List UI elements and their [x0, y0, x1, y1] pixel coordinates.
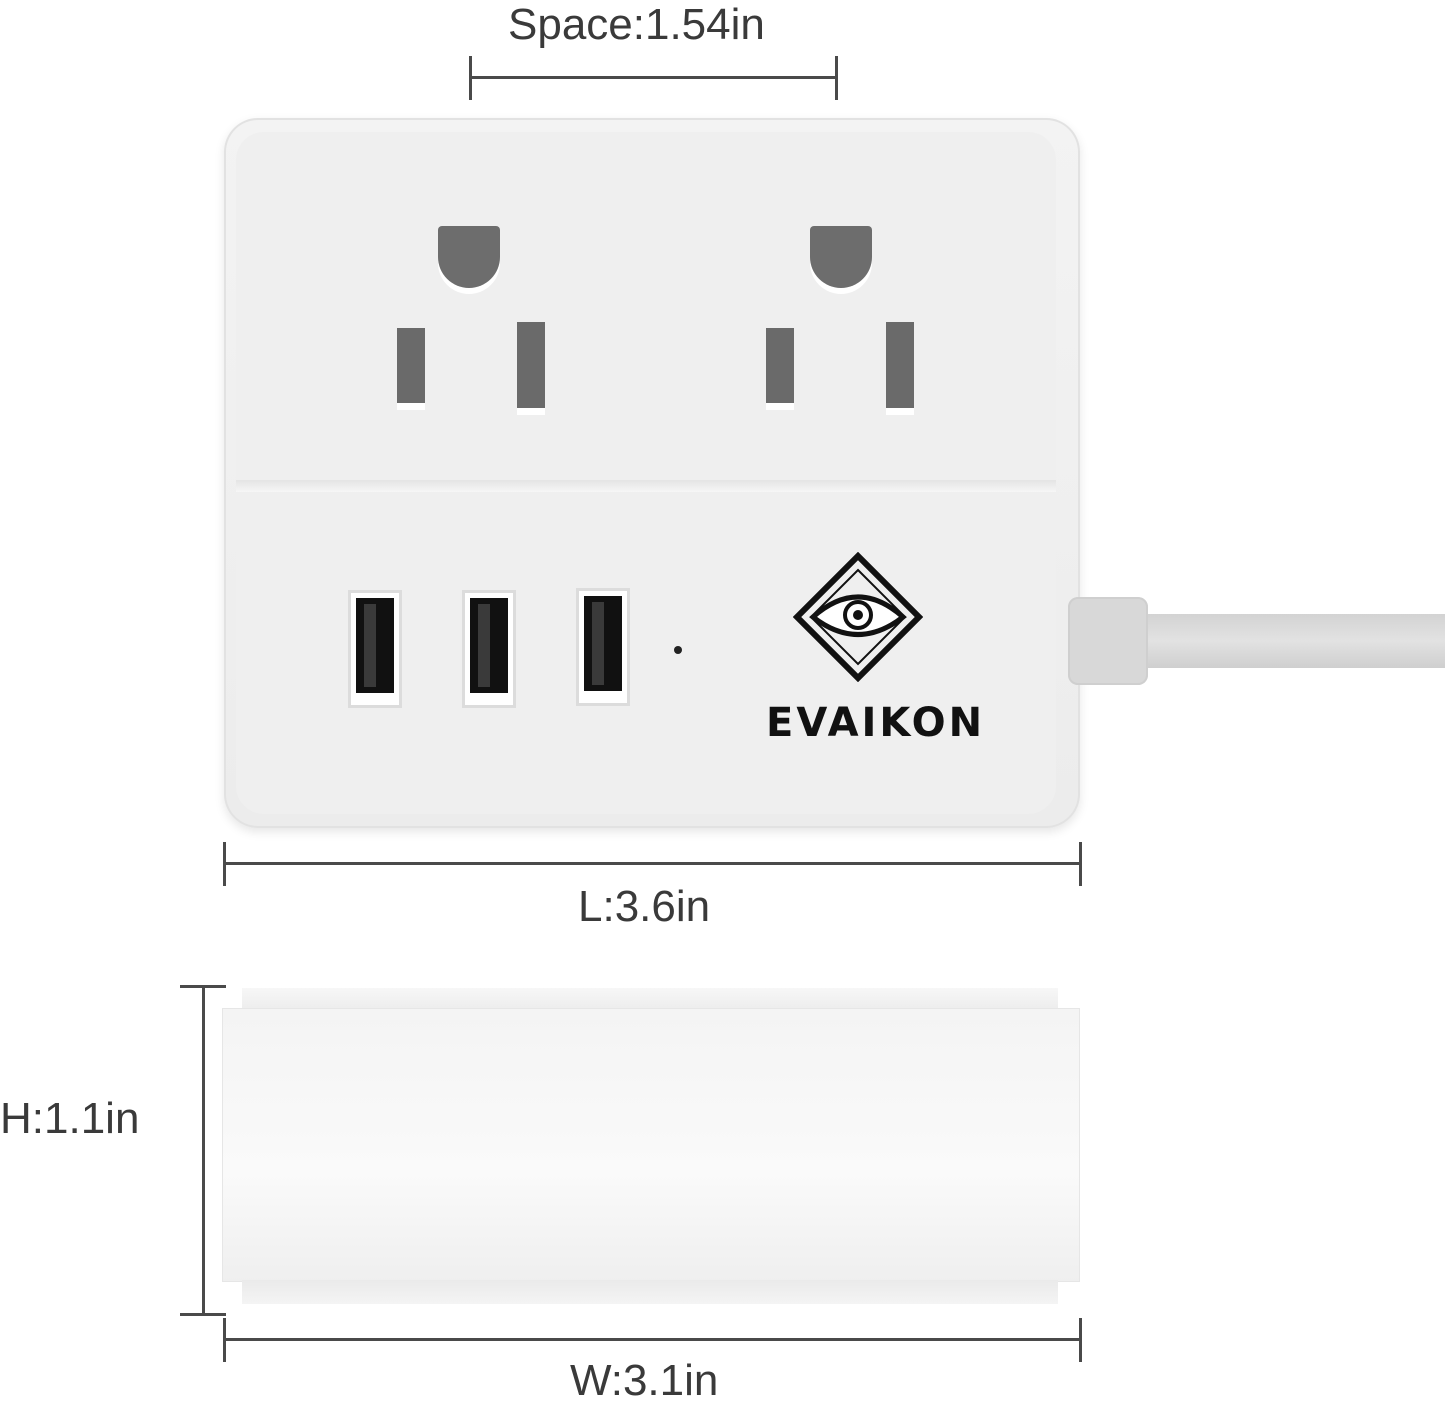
- width-dimension-tick-right: [1079, 1318, 1082, 1362]
- outlet-1-ground-hole: [438, 226, 500, 288]
- space-dimension-tick-left: [469, 56, 472, 100]
- side-view-body: [222, 1008, 1080, 1282]
- usb-port-1: [348, 590, 402, 708]
- usb-port-2-tongue: [478, 604, 490, 687]
- usb-port-3: [576, 588, 630, 706]
- brand-name: EVAIKON: [766, 700, 986, 746]
- diamond-eye-logo-icon: [793, 552, 923, 682]
- width-dimension-line: [224, 1338, 1082, 1341]
- length-dimension-tick-right: [1079, 842, 1082, 886]
- usb-port-2-cavity: [470, 598, 508, 693]
- outlet-2-ground-hole: [810, 226, 872, 288]
- usb-port-3-tongue: [592, 602, 604, 685]
- power-cord: [1140, 614, 1445, 668]
- usb-port-3-cavity: [584, 596, 622, 691]
- usb-port-1-tongue: [364, 604, 376, 687]
- space-dimension-tick-right: [835, 56, 838, 100]
- power-strip-front: [224, 118, 1080, 828]
- usb-port-1-cavity: [356, 598, 394, 693]
- length-dimension-line: [224, 862, 1082, 865]
- width-dimension-label: W:3.1in: [570, 1356, 719, 1405]
- space-dimension-line: [470, 76, 838, 79]
- height-dimension-label: H:1.1in: [0, 1094, 140, 1143]
- power-cord-strain-relief: [1068, 597, 1148, 685]
- outlet-1-slot-right: [517, 322, 545, 408]
- width-dimension-tick-left: [223, 1318, 226, 1362]
- usb-port-2: [462, 590, 516, 708]
- indicator-led: [674, 646, 682, 654]
- space-dimension-label: Space:1.54in: [508, 0, 765, 49]
- height-dimension-tick-bottom: [180, 1313, 226, 1316]
- length-dimension-label: L:3.6in: [578, 882, 711, 931]
- height-dimension-tick-top: [180, 985, 226, 988]
- side-view-bottom-edge: [242, 1280, 1058, 1304]
- panel-seam: [236, 480, 1056, 492]
- length-dimension-tick-left: [223, 842, 226, 886]
- outlet-1-slot-left: [397, 328, 425, 403]
- power-strip-side-view: [222, 988, 1080, 1314]
- outlet-2-slot-left: [766, 328, 794, 403]
- outlet-2-slot-right: [886, 322, 914, 408]
- height-dimension-line: [202, 986, 205, 1316]
